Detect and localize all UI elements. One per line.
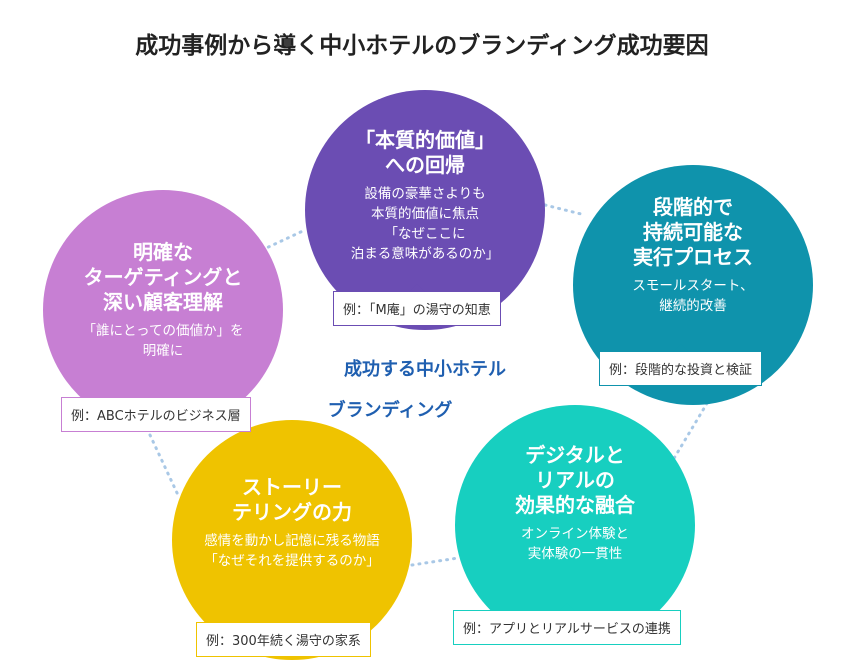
description-line: 本質的価値に焦点 xyxy=(371,206,479,222)
heading-line: 持続可能な xyxy=(643,220,743,244)
description-line: 泊まる意味があるのか」 xyxy=(350,246,500,262)
description-line: 「誰にとっての価値か」を xyxy=(82,323,244,339)
connector-yellow-cyan xyxy=(410,556,460,567)
factor-circle: ストーリーテリングの力感情を動かし記憶に残る物語「なぜそれを提供するのか」 xyxy=(172,420,412,660)
description-line: 明確に xyxy=(142,343,184,359)
heading-line: ストーリー xyxy=(242,475,342,499)
connector-pink-purple xyxy=(260,228,307,252)
factor-description: 「誰にとっての価値か」を明確に xyxy=(83,321,244,361)
factor-description: オンライン体験と実体験の一貫性 xyxy=(521,524,629,564)
heading-line: 深い顧客理解 xyxy=(103,290,223,314)
factor-heading: 段階的で持続可能な実行プロセス xyxy=(633,195,753,270)
description-line: 実体験の一貫性 xyxy=(527,546,623,562)
factor-heading: 「本質的価値」への回帰 xyxy=(355,128,495,178)
center-label-line2: ブランディング xyxy=(327,400,453,421)
heading-line: 明確な xyxy=(133,240,193,264)
example-box: 例：ABCホテルのビジネス層 xyxy=(61,390,251,432)
description-line: 継続的改善 xyxy=(659,298,727,314)
example-box: 例：300年続く湯守の家系 xyxy=(196,615,371,657)
description-line: オンライン体験と xyxy=(521,526,629,542)
factor-heading: 明確なターゲティングと深い顧客理解 xyxy=(84,240,243,315)
heading-line: 実行プロセス xyxy=(633,245,753,269)
factor-heading: ストーリーテリングの力 xyxy=(232,475,352,525)
heading-line: 効果的な融合 xyxy=(515,493,635,517)
heading-line: リアルの xyxy=(535,468,615,492)
example-box: 例：段階的な投資と検証 xyxy=(599,344,763,386)
center-label-line1: 成功する中小ホテル xyxy=(344,359,506,380)
factor-description: 感情を動かし記憶に残る物語「なぜそれを提供するのか」 xyxy=(204,531,380,571)
connector-purple-teal xyxy=(543,203,587,217)
description-line: 設備の豪華さよりも xyxy=(364,186,486,202)
factor-description: スモールスタート、継続的改善 xyxy=(632,276,753,316)
heading-line: ターゲティングと xyxy=(83,265,243,289)
heading-line: 段階的で xyxy=(653,195,733,219)
page-title: 成功事例から導く中小ホテルのブランディング成功要因 xyxy=(135,33,709,59)
factor-circle: 「本質的価値」への回帰設備の豪華さよりも本質的価値に焦点「なぜここに泊まる意味が… xyxy=(305,90,545,330)
description-line: 感情を動かし記憶に残る物語 xyxy=(204,533,380,549)
factor-heading: デジタルとリアルの効果的な融合 xyxy=(515,443,635,518)
heading-line: テリングの力 xyxy=(232,500,352,524)
description-line: 「なぜそれを提供するのか」 xyxy=(204,553,380,569)
factor-circle: デジタルとリアルの効果的な融合オンライン体験と実体験の一貫性 xyxy=(455,405,695,645)
description-line: スモールスタート、 xyxy=(632,278,754,294)
heading-line: 「本質的価値」 xyxy=(355,128,495,152)
heading-line: デジタルと xyxy=(525,443,625,467)
example-box: 例：アプリとリアルサービスの連携 xyxy=(453,603,681,645)
example-box: 例：「M庵」の湯守の知恵 xyxy=(333,284,501,326)
heading-line: への回帰 xyxy=(385,153,465,177)
connector-pink-yellow xyxy=(148,433,180,497)
factor-description: 設備の豪華さよりも本質的価値に焦点「なぜここに泊まる意味があるのか」 xyxy=(351,184,500,264)
description-line: 「なぜここに xyxy=(384,226,466,242)
